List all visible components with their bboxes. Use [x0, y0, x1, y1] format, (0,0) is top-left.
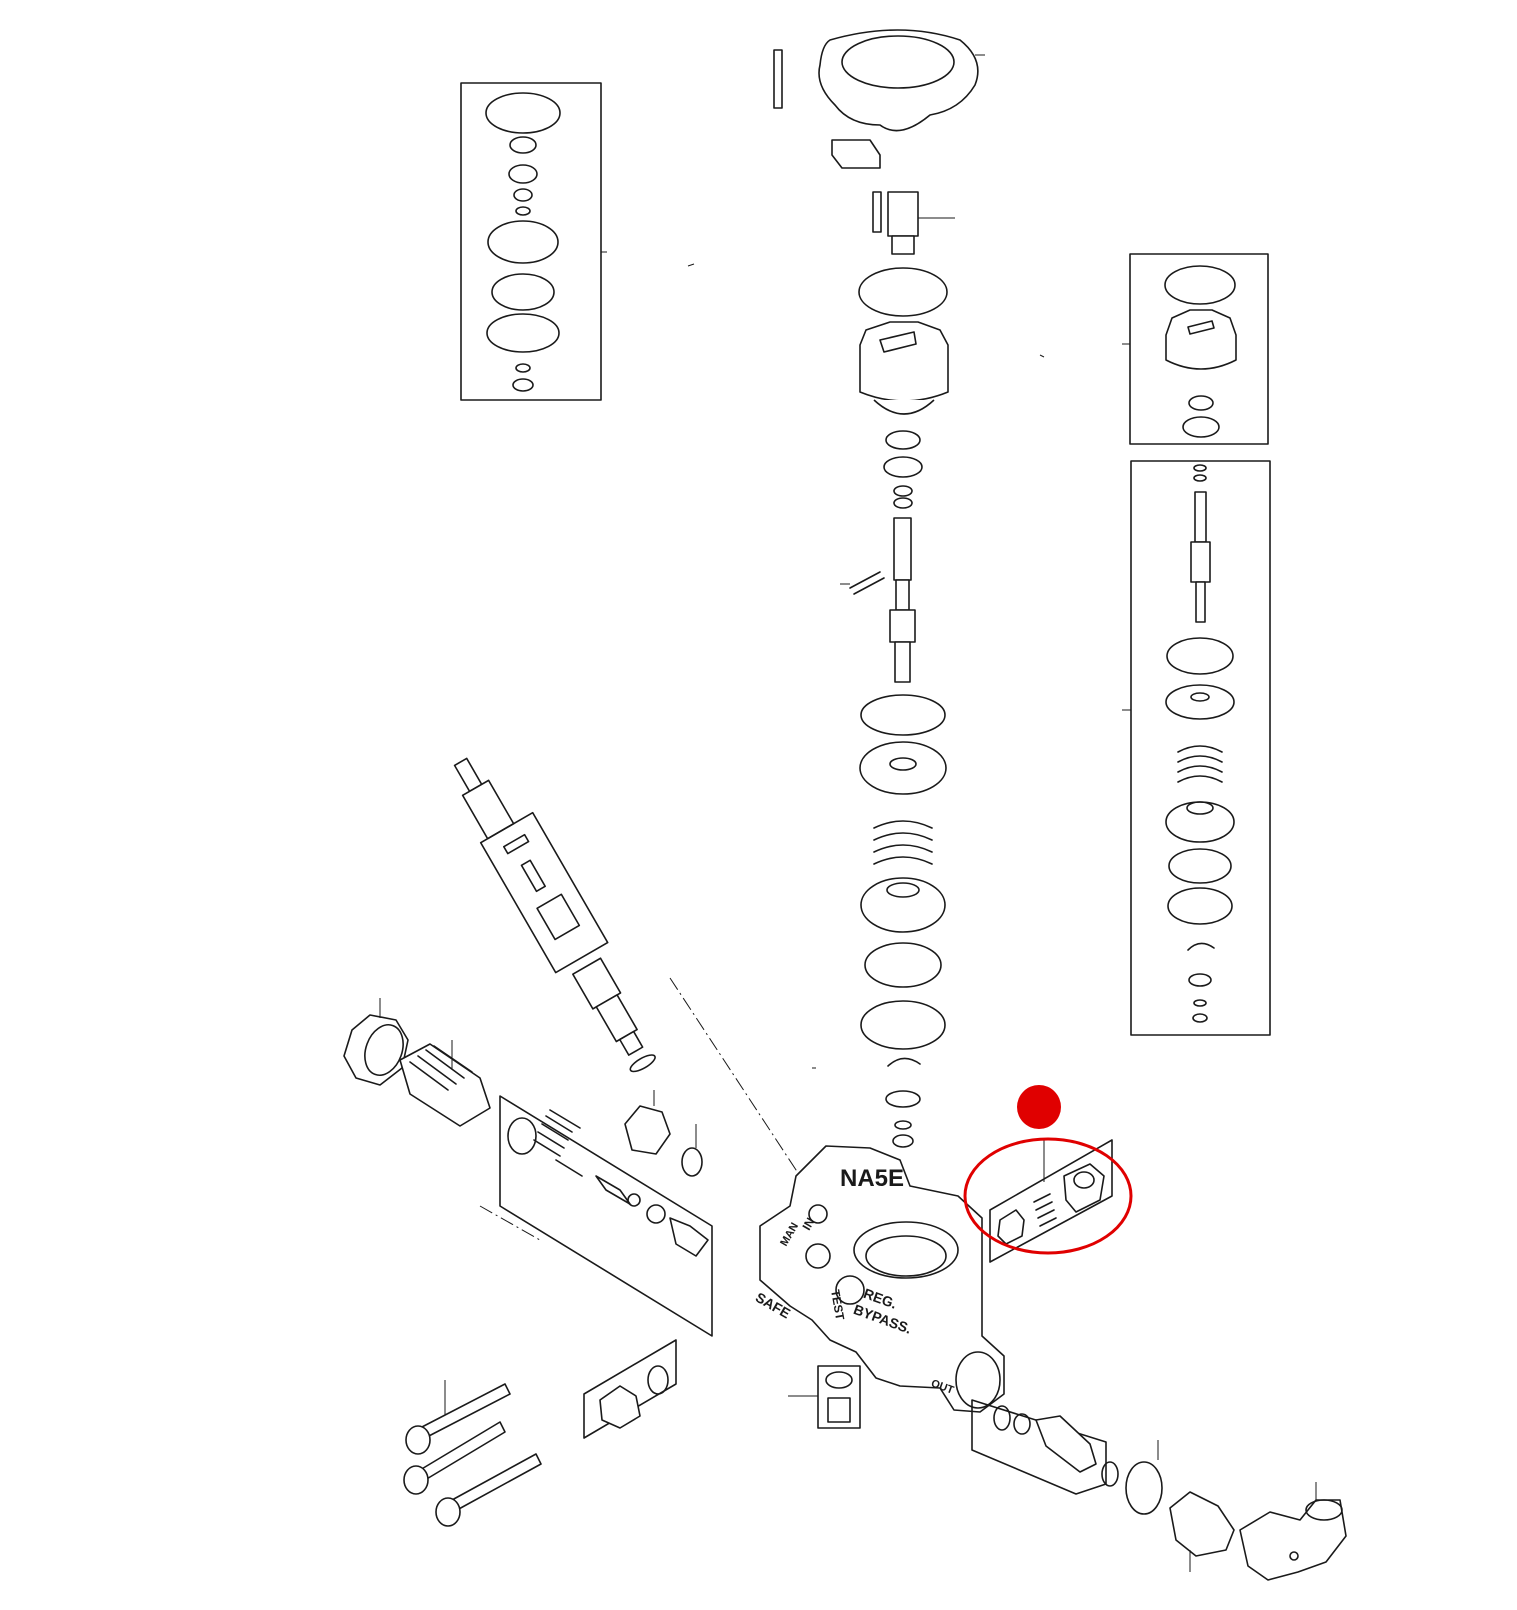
inlet-parts-left [343, 998, 713, 1337]
outlet-parts-right [971, 1399, 1347, 1581]
highlight-outline [963, 1137, 1133, 1255]
cap-kit-box-right [1122, 253, 1269, 445]
central-parts-stack [773, 29, 985, 1148]
highlighted-check-valve-kit [989, 1139, 1113, 1263]
seal-kit-box-left [460, 82, 607, 401]
stem-kit-box-right [1122, 460, 1271, 1036]
highlight-marker [1017, 1085, 1061, 1129]
model-text: NA5E [840, 1165, 904, 1192]
port-label-test: TEST [828, 1289, 847, 1322]
diagonal-injector-assembly [453, 757, 656, 1073]
bolts-and-plug [403, 1339, 861, 1527]
